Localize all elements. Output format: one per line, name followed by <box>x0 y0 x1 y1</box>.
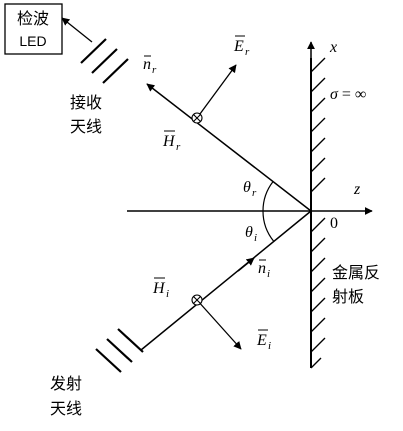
incident-ray <box>140 210 312 351</box>
x-axis-label: x <box>329 39 337 56</box>
label-h-incident: H i <box>152 277 169 300</box>
svg-text:θ: θ <box>245 224 253 241</box>
incident-e-field-arrow <box>196 299 242 350</box>
svg-text:n: n <box>143 56 151 73</box>
incident-direction-arrow <box>237 257 255 272</box>
label-n-incident: n i <box>258 259 270 280</box>
detector-label: 检波 <box>17 9 49 28</box>
svg-text:n: n <box>258 260 266 277</box>
transmitting-antenna-label-2: 天线 <box>50 399 82 418</box>
led-label: LED <box>19 33 46 49</box>
metal-plate-label-1: 金属反 <box>332 263 380 282</box>
svg-text:H: H <box>162 133 176 150</box>
svg-text:i: i <box>254 232 257 244</box>
transmitting-antenna <box>95 328 144 373</box>
label-e-reflected: E r <box>233 35 250 58</box>
reflected-e-field-arrow <box>196 64 237 119</box>
label-n-reflected: n r <box>143 55 157 76</box>
sigma-infinity-label: σ = ∞ <box>330 86 366 103</box>
detector-led-box: 检波 LED <box>4 3 63 55</box>
reflection-angle-arc <box>262 181 274 212</box>
plate-hatching <box>310 57 326 369</box>
svg-text:θ: θ <box>243 179 251 196</box>
svg-text:r: r <box>152 64 157 76</box>
receiving-antenna <box>80 38 129 84</box>
svg-text:i: i <box>267 268 270 280</box>
label-e-incident: E i <box>256 329 271 352</box>
signal-arrow <box>61 17 93 43</box>
incidence-angle-arc <box>262 210 275 242</box>
reflected-ray <box>146 83 312 212</box>
svg-text:E: E <box>233 38 244 55</box>
origin-label: 0 <box>330 215 338 232</box>
reflected-h-field-symbol <box>191 112 203 124</box>
label-theta-incident: θ i <box>245 224 257 244</box>
label-h-reflected: H r <box>162 130 181 153</box>
receiving-antenna-label-1: 接收 <box>70 93 102 112</box>
transmitting-antenna-label-1: 发射 <box>50 374 82 393</box>
incident-h-field-symbol <box>191 294 203 306</box>
svg-text:i: i <box>166 288 169 300</box>
svg-text:r: r <box>176 141 181 153</box>
svg-text:i: i <box>268 340 271 352</box>
label-theta-reflected: θ r <box>243 179 257 199</box>
metal-plate-label-2: 射板 <box>332 287 364 306</box>
svg-text:H: H <box>152 280 166 297</box>
svg-text:r: r <box>245 46 250 58</box>
receiving-antenna-label-2: 天线 <box>70 117 102 136</box>
svg-text:E: E <box>256 332 267 349</box>
svg-text:r: r <box>252 187 257 199</box>
z-axis-label: z <box>353 181 361 198</box>
